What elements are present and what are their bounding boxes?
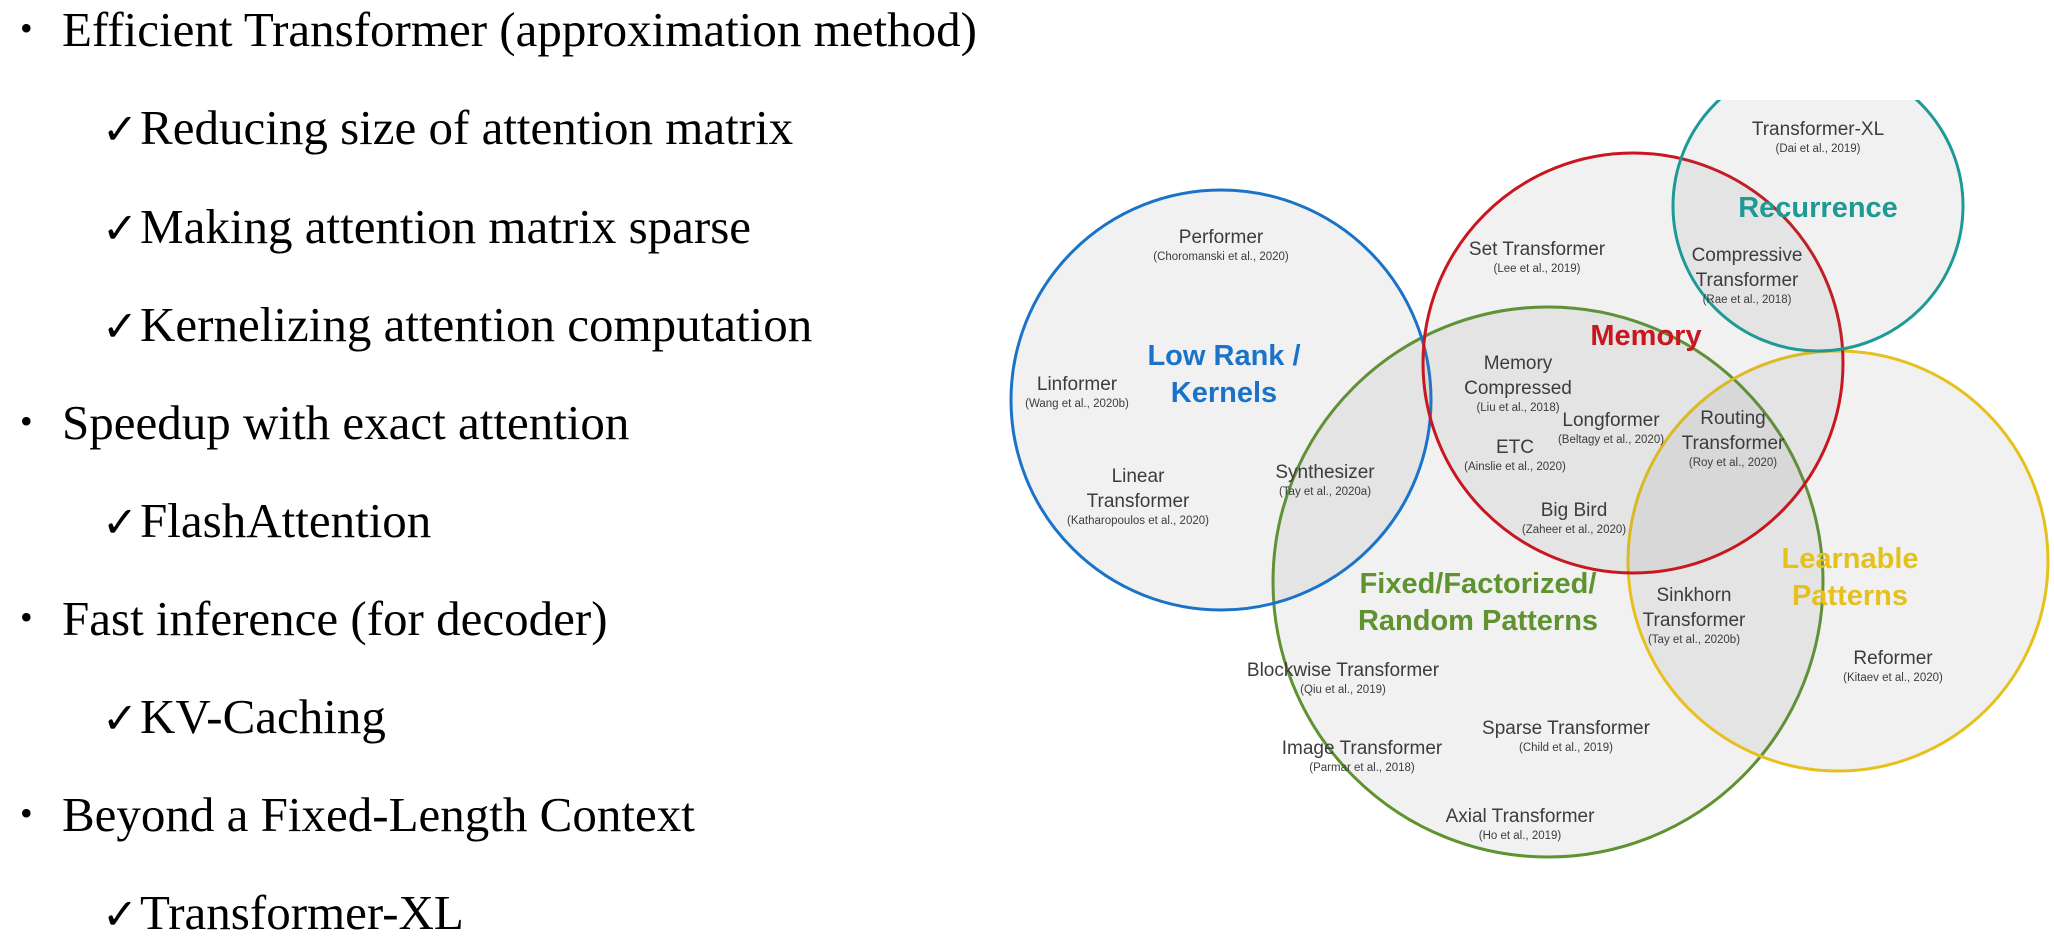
- bullet-marker: •: [20, 597, 33, 637]
- model-name: Performer: [1179, 227, 1264, 248]
- model-name: Sparse Transformer: [1482, 718, 1651, 739]
- outline-item-text: Efficient Transformer (approximation met…: [62, 2, 977, 57]
- model-name: Axial Transformer: [1446, 806, 1596, 827]
- outline-check-item: ✓Reducing size of attention matrix: [102, 103, 793, 152]
- checkmark-icon: ✓: [102, 890, 139, 940]
- outline-item-text: Transformer-XL: [140, 885, 464, 940]
- outline-item-text: FlashAttention: [140, 493, 432, 548]
- set-transformer-model-label: Set Transformer (Lee et al., 2019): [1469, 239, 1606, 275]
- reformer-model-label: Reformer (Kitaev et al., 2020): [1843, 648, 1943, 684]
- outline-item-text: Speedup with exact attention: [62, 395, 630, 450]
- model-citation: (Wang et al., 2020b): [1025, 398, 1129, 410]
- etc-model-label: ETC (Ainslie et al., 2020): [1464, 437, 1566, 473]
- checkmark-icon: ✓: [102, 105, 139, 155]
- model-citation: (Child et al., 2019): [1519, 742, 1613, 754]
- model-citation: (Katharopoulos et al., 2020): [1067, 515, 1209, 527]
- recurrence-circle: [1671, 100, 1965, 353]
- model-citation: (Tay et al., 2020a): [1279, 486, 1371, 498]
- checkmark-icon: ✓: [102, 498, 139, 548]
- bullet-marker: •: [20, 793, 33, 833]
- low-rank-kernels-category-label: Low Rank /Kernels: [1147, 340, 1300, 409]
- outline-check-item: ✓Kernelizing attention computation: [102, 300, 812, 349]
- model-citation: (Dai et al., 2019): [1775, 143, 1860, 155]
- longformer-model-label: Longformer (Beltagy et al., 2020): [1558, 410, 1664, 446]
- fixed-factorized-random-patterns-category-label: Fixed/Factorized/Random Patterns: [1358, 568, 1598, 637]
- outline-check-item: ✓FlashAttention: [102, 496, 431, 545]
- model-citation: (Liu et al., 2018): [1476, 402, 1559, 414]
- model-name: Set Transformer: [1469, 239, 1606, 260]
- outline-item-text: Reducing size of attention matrix: [140, 100, 794, 155]
- blockwise-transformer-model-label: Blockwise Transformer (Qiu et al., 2019): [1247, 660, 1440, 696]
- checkmark-icon: ✓: [102, 204, 139, 254]
- outline-item-text: KV-Caching: [140, 689, 386, 744]
- outline-check-item: ✓KV-Caching: [102, 692, 386, 741]
- model-citation: (Parmar et al., 2018): [1309, 762, 1415, 774]
- model-citation: (Qiu et al., 2019): [1300, 684, 1386, 696]
- outline-item-text: Beyond a Fixed-Length Context: [62, 787, 695, 842]
- model-name: Big Bird: [1541, 500, 1608, 521]
- model-citation: (Kitaev et al., 2020): [1843, 672, 1943, 684]
- model-citation: (Rae et al., 2018): [1703, 294, 1792, 306]
- outline-item-text: Kernelizing attention computation: [140, 297, 813, 352]
- model-citation: (Ho et al., 2019): [1479, 830, 1562, 842]
- outline-check-item: ✓Making attention matrix sparse: [102, 202, 751, 251]
- model-name: Reformer: [1853, 648, 1933, 669]
- model-citation: (Roy et al., 2020): [1689, 457, 1777, 469]
- fixed-factorized-random-patterns-circle: [1271, 305, 1825, 859]
- model-name: Linformer: [1037, 374, 1118, 395]
- model-name: ETC: [1496, 437, 1534, 458]
- memory-category-label: Memory: [1590, 320, 1701, 352]
- big-bird-model-label: Big Bird (Zaheer et al., 2020): [1522, 500, 1626, 536]
- model-citation: (Lee et al., 2019): [1494, 263, 1581, 275]
- checkmark-icon: ✓: [102, 694, 139, 744]
- outline-bullet-item: • Fast inference (for decoder): [20, 594, 608, 643]
- model-name: Transformer-XL: [1752, 119, 1884, 140]
- outline-bullet-item: • Efficient Transformer (approximation me…: [20, 5, 977, 54]
- model-name: Longformer: [1562, 410, 1660, 431]
- model-citation: (Zaheer et al., 2020): [1522, 524, 1626, 536]
- bullet-marker: •: [20, 8, 33, 48]
- memory-circle: [1421, 151, 1845, 575]
- outline-check-item: ✓Transformer-XL: [102, 888, 464, 937]
- outline-list: • Efficient Transformer (approximation me…: [20, 5, 977, 937]
- model-citation: (Choromanski et al., 2020): [1153, 251, 1289, 263]
- model-citation: (Ainslie et al., 2020): [1464, 461, 1566, 473]
- efficient-transformer-venn-diagram: Low Rank /Kernels Memory RecurrenceFixed/F…: [1009, 100, 2050, 859]
- linformer-model-label: Linformer (Wang et al., 2020b): [1025, 374, 1129, 410]
- outline-item-text: Making attention matrix sparse: [140, 199, 752, 254]
- low-rank-kernels-circle: [1009, 188, 1433, 612]
- model-citation: (Beltagy et al., 2020): [1558, 434, 1664, 446]
- model-name: Synthesizer: [1275, 462, 1375, 483]
- recurrence-category-label: Recurrence: [1738, 192, 1898, 224]
- outline-bullet-item: • Speedup with exact attention: [20, 398, 629, 447]
- performer-model-label: Performer (Choromanski et al., 2020): [1153, 227, 1289, 263]
- model-name: Image Transformer: [1282, 738, 1443, 759]
- model-name: Blockwise Transformer: [1247, 660, 1440, 681]
- outline-bullet-item: • Beyond a Fixed-Length Context: [20, 790, 695, 839]
- outline-item-text: Fast inference (for decoder): [62, 591, 608, 646]
- sparse-transformer-model-label: Sparse Transformer (Child et al., 2019): [1482, 718, 1651, 754]
- axial-transformer-model-label: Axial Transformer (Ho et al., 2019): [1446, 806, 1596, 842]
- synthesizer-model-label: Synthesizer (Tay et al., 2020a): [1275, 462, 1375, 498]
- transformer-xl-model-label: Transformer-XL (Dai et al., 2019): [1752, 119, 1884, 155]
- image-transformer-model-label: Image Transformer (Parmar et al., 2018): [1282, 738, 1443, 774]
- checkmark-icon: ✓: [102, 302, 139, 352]
- bullet-marker: •: [20, 401, 33, 441]
- model-citation: (Tay et al., 2020b): [1648, 634, 1740, 646]
